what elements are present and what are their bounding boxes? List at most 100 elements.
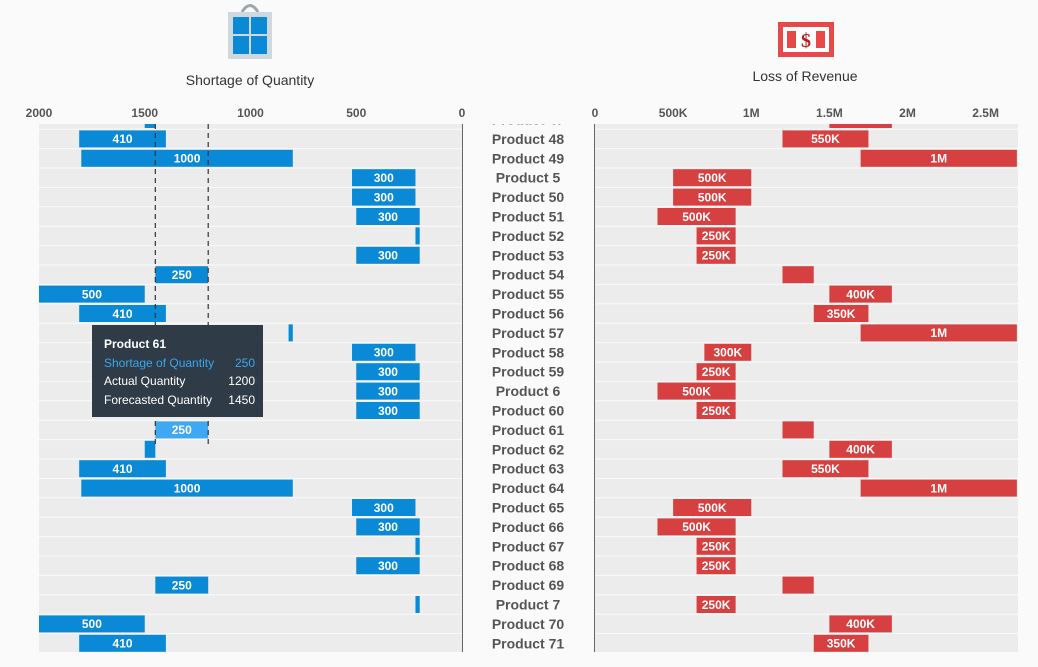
left-bar	[352, 188, 416, 206]
left-bar	[356, 208, 420, 225]
right-bar-label: 1M	[930, 152, 947, 166]
left-row-band	[39, 265, 462, 284]
left-bar-label: 410	[113, 307, 133, 321]
right-row-band	[595, 614, 1018, 634]
category-label: Product 66	[492, 519, 565, 535]
left-bar-label: 500	[82, 287, 102, 301]
right-row-band	[595, 124, 1018, 129]
right-bar-label: 500K	[698, 501, 727, 515]
right-axis-tick: 2M	[899, 106, 916, 120]
tooltip-label: Shortage of Quantity	[104, 355, 215, 370]
category-label: Product 56	[492, 306, 565, 322]
left-bar-label: 500	[82, 617, 102, 631]
category-label: Product 47	[492, 112, 565, 128]
left-bar	[356, 518, 420, 536]
left-bar-label: 410	[113, 132, 133, 146]
right-bar	[829, 124, 892, 128]
right-bar	[657, 208, 736, 225]
right-bar	[696, 227, 736, 245]
left-bar-label: 300	[378, 365, 398, 379]
left-bar	[81, 149, 293, 167]
tooltip-value: 1200	[228, 374, 255, 388]
right-bar-label: 500K	[698, 190, 727, 204]
right-bar-label: 250K	[702, 249, 731, 263]
left-bar-label: 300	[378, 520, 398, 534]
left-bar	[288, 324, 293, 342]
left-panel-title: Shortage of Quantity	[185, 72, 315, 88]
left-bar-label: 300	[374, 190, 394, 204]
right-row-band	[595, 343, 1018, 362]
right-bar	[673, 499, 752, 516]
category-label: Product 61	[492, 422, 565, 438]
right-row-band	[595, 537, 1018, 556]
left-bar	[155, 266, 209, 284]
left-row-band	[39, 595, 462, 614]
category-label: Product 62	[492, 441, 565, 457]
right-panel-title: Loss of Revenue	[752, 68, 858, 84]
right-bar	[696, 596, 736, 613]
left-bar	[352, 499, 416, 516]
tooltip-value: 250	[234, 355, 255, 370]
left-row-band	[39, 537, 462, 556]
right-row-band	[595, 226, 1018, 246]
right-row-band	[595, 440, 1018, 459]
right-bar	[696, 537, 736, 555]
right-bar-label: 500K	[698, 171, 727, 185]
tooltip-row-forecast: Forecasted Quantity 1450	[104, 391, 255, 410]
tooltip-value: 1450	[228, 392, 255, 407]
right-bar-label: 250K	[702, 229, 731, 243]
right-bar	[813, 305, 869, 322]
right-row-band	[595, 401, 1018, 420]
right-row-band	[595, 304, 1018, 323]
right-row-band	[595, 634, 1018, 652]
left-bar	[352, 343, 416, 361]
right-bar-label: 250K	[702, 404, 731, 418]
category-label: Product 67	[492, 538, 565, 554]
right-bar-label: 250K	[702, 598, 731, 612]
right-row-band	[595, 284, 1018, 304]
right-bar-label: 350K	[827, 307, 856, 321]
right-bar-label: 500K	[682, 384, 711, 398]
category-label: Product 60	[492, 403, 565, 419]
left-bar	[39, 615, 145, 633]
left-row-band	[39, 226, 462, 246]
left-bar	[356, 382, 420, 400]
right-bar-label: 1M	[930, 481, 947, 495]
left-bar	[356, 246, 420, 264]
category-label: Product 7	[496, 597, 561, 613]
left-bar-label: 250	[172, 268, 192, 282]
left-bar-label: 1000	[174, 481, 201, 495]
shopping-bag-icon	[228, 4, 272, 59]
left-bar	[79, 305, 166, 322]
right-bar-label: 500K	[682, 520, 711, 534]
left-bar	[356, 557, 420, 575]
left-bar	[155, 421, 209, 439]
left-bar	[415, 227, 420, 245]
right-bar	[813, 634, 869, 652]
right-bar	[860, 479, 1017, 497]
right-bar-label: 550K	[811, 132, 840, 146]
category-label: Product 71	[492, 635, 565, 651]
left-bar-label: 300	[378, 210, 398, 224]
left-bar	[415, 596, 420, 613]
right-bar-label: 300K	[713, 346, 742, 360]
left-bar-label: 300	[378, 384, 398, 398]
right-bar-label: 500K	[682, 210, 711, 224]
category-label: Product 64	[492, 480, 565, 496]
left-bar	[39, 285, 145, 303]
right-bar	[860, 149, 1017, 167]
left-bar	[144, 124, 156, 128]
right-bar	[673, 169, 752, 187]
right-bar	[657, 518, 736, 536]
left-bar	[81, 479, 293, 497]
tooltip-title: Product 61	[104, 337, 167, 351]
left-bar	[79, 634, 166, 652]
right-bar-label: 250K	[702, 559, 731, 573]
right-bar	[657, 382, 736, 400]
left-row-band	[39, 124, 462, 129]
right-bar	[696, 402, 736, 419]
left-bar-label: 250	[172, 578, 192, 592]
right-bar-label: 400K	[846, 287, 875, 301]
right-row-band	[595, 187, 1018, 207]
